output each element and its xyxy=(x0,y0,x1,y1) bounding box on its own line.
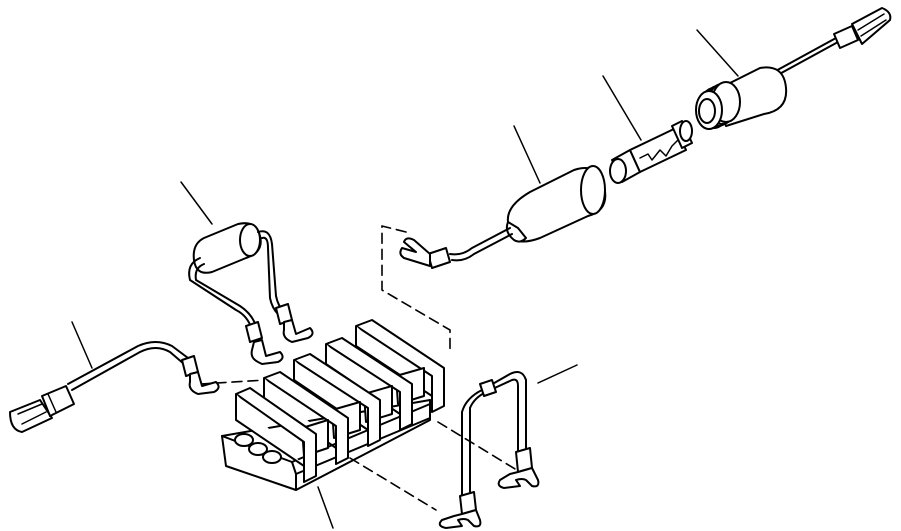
u-jumper-fork-terminal-left xyxy=(438,509,482,529)
barrier-wall-3 xyxy=(293,353,381,447)
jumper-wire-body xyxy=(71,347,185,391)
jumper-wire-u-shaped xyxy=(438,371,540,529)
mounting-hole-1 xyxy=(234,433,254,447)
leader-line-fuse xyxy=(602,75,642,141)
capacitor-lead xyxy=(188,222,314,365)
leader-line-capacitor-lead xyxy=(180,181,213,225)
barrier-wall-2 xyxy=(325,337,413,431)
terminal-block xyxy=(221,319,445,491)
fuse-cap-nose xyxy=(505,221,527,243)
capacitor-fork-terminal-right xyxy=(282,319,314,343)
fuse xyxy=(609,120,693,184)
alignment-line-u-jumper xyxy=(437,421,521,473)
fuse-holder-lead-wire xyxy=(773,41,839,78)
barrier-wall-5 xyxy=(235,387,317,483)
fuse-cap-lead-wire xyxy=(451,233,513,262)
leader-line-fuse-holder-body xyxy=(696,29,739,77)
capacitor-fork-terminal-left xyxy=(250,339,284,365)
alignment-lines xyxy=(199,225,521,511)
capacitor-wire-left xyxy=(188,257,253,331)
barrier-wall-1 xyxy=(355,319,445,413)
thread-rings xyxy=(695,81,741,130)
alignment-line-terminal-bottom xyxy=(349,457,437,511)
fuse-holder-cap xyxy=(399,165,607,269)
leader-line-terminal-block xyxy=(317,486,334,529)
fuse-glass xyxy=(629,127,687,173)
jumper-spade-terminal xyxy=(9,399,53,433)
fork-terminal xyxy=(399,237,431,267)
jumper-wire xyxy=(9,341,220,433)
leader-line-fuse-holder-cap xyxy=(513,125,541,184)
u-jumper-left-leg xyxy=(461,411,467,505)
jumper-crimp-sleeve xyxy=(41,385,75,417)
u-jumper-bridge xyxy=(461,371,527,413)
mounting-hole-3 xyxy=(262,450,282,464)
fuse-cap-crimp xyxy=(427,247,451,269)
leader-line-u-jumper xyxy=(537,364,578,384)
leader-lines xyxy=(71,29,739,529)
leader-line-jumper-wire xyxy=(71,321,93,369)
fuse-cap-end xyxy=(580,165,606,215)
mounting-hole-2 xyxy=(248,442,268,456)
u-jumper-fork-terminal-right xyxy=(497,467,540,489)
barrier-wall-4 xyxy=(263,371,349,465)
alignment-line-fuse-lead xyxy=(381,225,451,353)
fuse-element xyxy=(639,139,679,161)
jumper-fork-terminal xyxy=(188,371,220,395)
crimp-sleeve xyxy=(833,25,859,49)
fuse-holder-body xyxy=(695,7,892,130)
alignment-line-left-jumper xyxy=(199,379,267,385)
